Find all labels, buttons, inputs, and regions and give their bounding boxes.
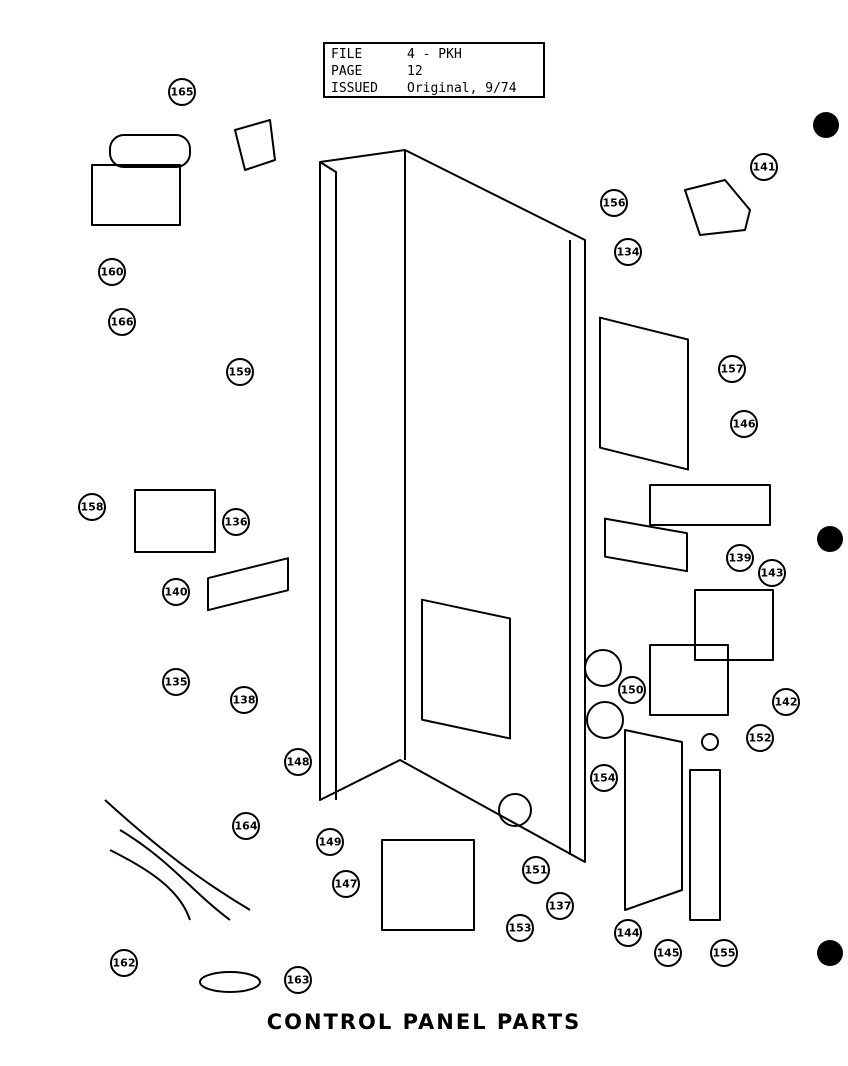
- callout-text: 144: [617, 927, 640, 940]
- callout-text: 145: [657, 947, 680, 960]
- callout-text: 153: [509, 922, 532, 935]
- punch-hole-mark: [817, 940, 843, 966]
- callout-text: 147: [335, 878, 358, 891]
- bracket-140: [207, 557, 289, 612]
- callout-160: [98, 258, 126, 286]
- callouts: [78, 78, 800, 994]
- callout-text: 151: [525, 864, 548, 877]
- callout-text: 142: [775, 696, 798, 709]
- callout-157: [718, 355, 746, 383]
- terminal-strip-145: [689, 769, 721, 921]
- callout-text: 143: [761, 567, 784, 580]
- callout-155: [710, 939, 738, 967]
- callout-149: [316, 828, 344, 856]
- callout-140: [162, 578, 190, 606]
- callout-166: [108, 308, 136, 336]
- callout-156: [600, 189, 628, 217]
- punch-hole-mark: [813, 112, 839, 138]
- file-info-box: FILE 4 - PKH PAGE 12 ISSUED Original, 9/74: [323, 42, 545, 98]
- callout-143: [758, 559, 786, 587]
- transformer-146: [649, 484, 771, 526]
- relay-141: [684, 179, 751, 236]
- callout-labels: 165 160 166 159 158 136 140 135 138 148 …: [81, 86, 798, 987]
- light-150a: [584, 649, 622, 687]
- callout-text: 164: [235, 820, 258, 833]
- callout-144: [614, 919, 642, 947]
- callout-text: 136: [225, 516, 248, 529]
- callout-151: [522, 856, 550, 884]
- thermostat-158: [134, 489, 216, 553]
- callout-text: 150: [621, 684, 644, 697]
- callout-text: 135: [165, 676, 188, 689]
- callout-162: [110, 949, 138, 977]
- diagram-caption: CONTROL PANEL PARTS: [266, 1010, 582, 1034]
- callout-text: 146: [733, 418, 756, 431]
- callout-135: [162, 668, 190, 696]
- callout-text: 163: [287, 974, 310, 987]
- knob-152: [701, 733, 719, 751]
- callout-134: [614, 238, 642, 266]
- callout-141: [750, 153, 778, 181]
- callout-text: 154: [593, 772, 616, 785]
- timer-157: [599, 316, 689, 471]
- callout-150: [618, 676, 646, 704]
- callout-text: 157: [721, 363, 744, 376]
- callout-text: 141: [753, 161, 776, 174]
- page-label: PAGE: [331, 64, 363, 79]
- callout-text: 160: [101, 266, 124, 279]
- callout-text: 137: [549, 900, 572, 913]
- callout-text: 152: [749, 732, 772, 745]
- punch-hole-mark: [817, 526, 843, 552]
- callout-text: 162: [113, 957, 136, 970]
- contactor-143: [694, 589, 774, 661]
- callout-153: [506, 914, 534, 942]
- callout-138: [230, 686, 258, 714]
- contactor-142: [649, 644, 729, 716]
- file-label: FILE: [331, 47, 363, 62]
- callout-152: [746, 724, 774, 752]
- contactor-153: [381, 839, 475, 931]
- cover-144: [624, 729, 683, 911]
- callout-137: [546, 892, 574, 920]
- callout-136: [222, 508, 250, 536]
- callout-text: 138: [233, 694, 256, 707]
- issued-label: ISSUED: [331, 81, 378, 96]
- callout-145: [654, 939, 682, 967]
- callout-text: 155: [713, 947, 736, 960]
- callout-154: [590, 764, 618, 792]
- callout-text: 139: [729, 552, 752, 565]
- callout-text: 158: [81, 501, 104, 514]
- grommet-151: [498, 793, 532, 827]
- callout-text: 149: [319, 836, 342, 849]
- callout-text: 166: [111, 316, 134, 329]
- callout-165: [168, 78, 196, 106]
- capacitor-160: [91, 134, 191, 226]
- callout-163: [284, 966, 312, 994]
- issued-value: Original, 9/74: [407, 81, 517, 96]
- callout-text: 165: [171, 86, 194, 99]
- callout-text: 148: [287, 756, 310, 769]
- callout-text: 134: [617, 246, 640, 259]
- relay-cover-165: [234, 119, 276, 171]
- callout-159: [226, 358, 254, 386]
- terminal-139: [604, 517, 688, 573]
- page-value: 12: [407, 64, 423, 79]
- file-value: 4 - PKH: [407, 47, 462, 62]
- callout-text: 140: [165, 586, 188, 599]
- callout-text: 156: [603, 197, 626, 210]
- wire-163: [199, 971, 261, 993]
- callout-142: [772, 688, 800, 716]
- light-150b: [586, 701, 624, 739]
- callout-139: [726, 544, 754, 572]
- callout-164: [232, 812, 260, 840]
- callout-text: 159: [229, 366, 252, 379]
- callout-158: [78, 493, 106, 521]
- callout-146: [730, 410, 758, 438]
- callout-147: [332, 870, 360, 898]
- callout-148: [284, 748, 312, 776]
- wire-harness-164: [104, 799, 251, 921]
- control-panel-134: [319, 149, 586, 863]
